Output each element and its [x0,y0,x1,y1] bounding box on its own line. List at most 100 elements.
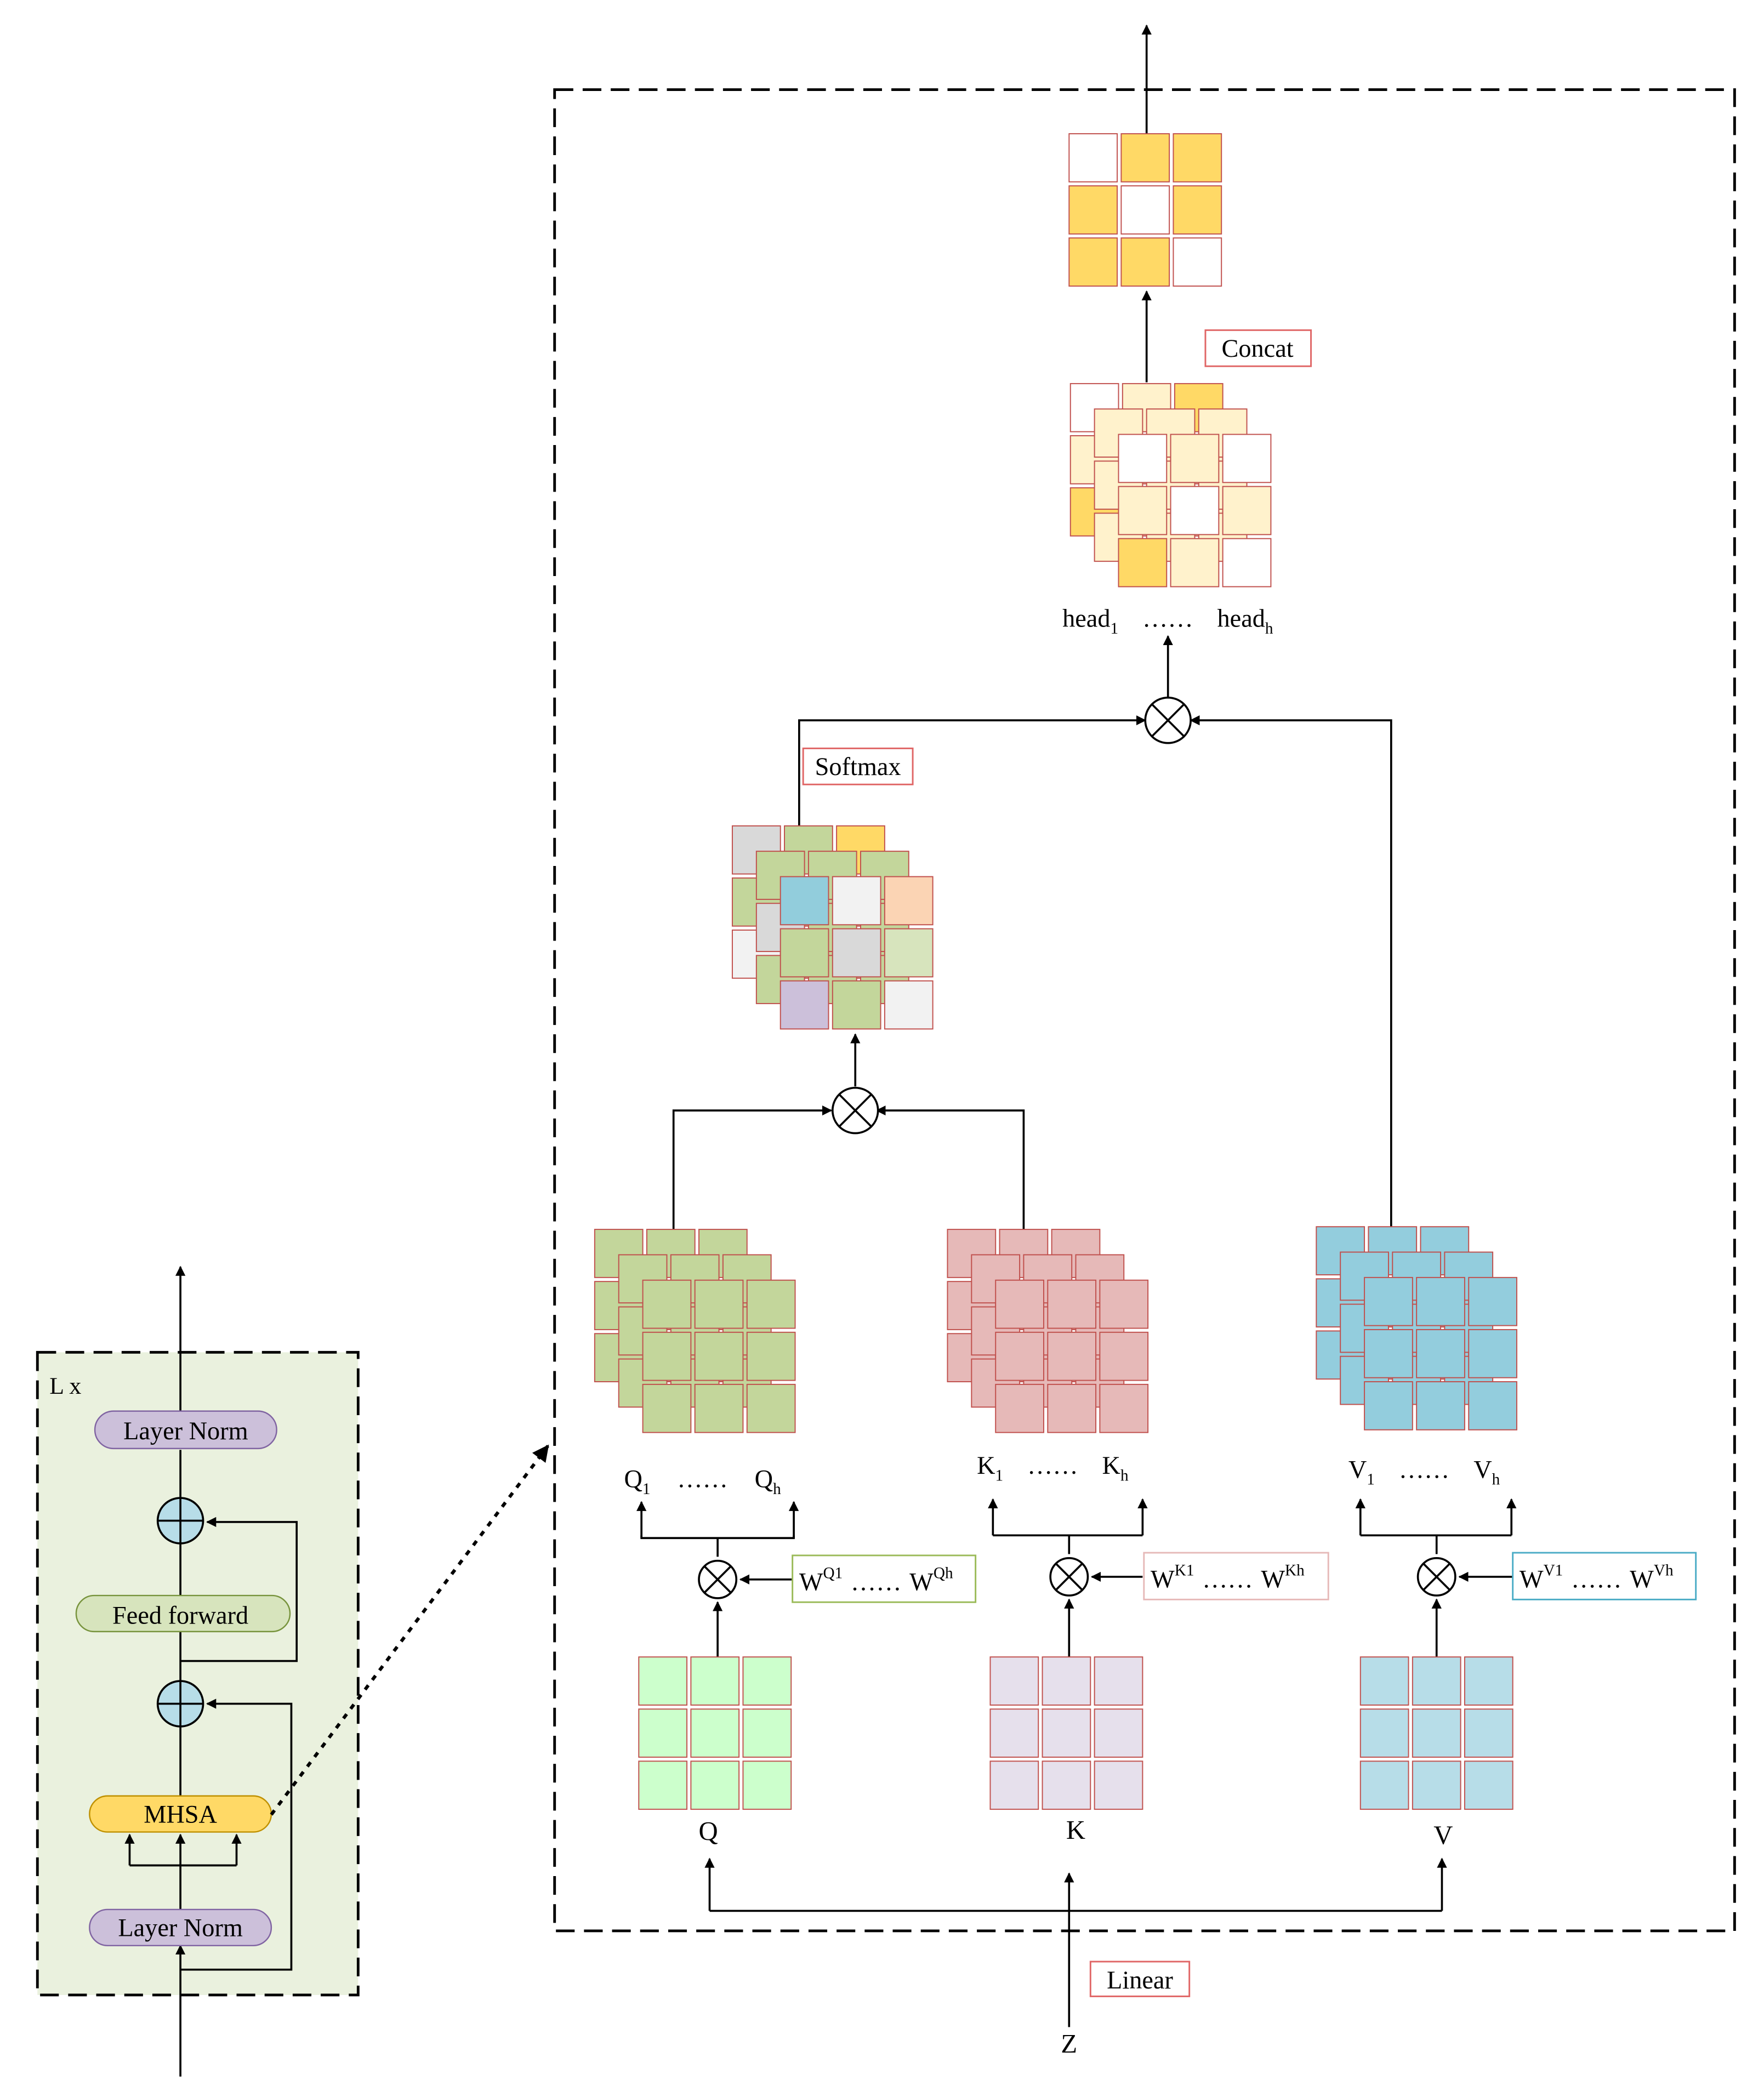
q-input-matrix-cell [742,1656,792,1706]
attention-heads-stack-layer-3-cell [1118,486,1168,535]
softmax-stack-layer-3-cell [884,876,934,926]
v-heads-stack-layer-3-cell [1364,1276,1413,1326]
output-matrix-cell [1068,237,1118,287]
k-input-matrix-cell [1094,1656,1143,1706]
output-matrix-cell [1173,133,1222,183]
multiply-av-icon [1144,696,1192,744]
linear-label: Linear [1107,1967,1173,1994]
multiply-q-icon [698,1559,738,1599]
multiply-k-icon [1049,1557,1089,1597]
wk-box [1143,1552,1329,1600]
k-label: K [1066,1815,1085,1845]
q-heads-label: Q1……Qh [624,1466,781,1498]
k-heads-stack-layer-3-cell [1047,1383,1097,1433]
q-heads-stack-layer-3-cell [642,1383,692,1433]
q-input-matrix-cell [638,1656,688,1706]
v-input-matrix-cell [1412,1760,1461,1810]
wv-text: WV1……WVh [1520,1561,1674,1593]
k-input-matrix-cell [1042,1760,1091,1810]
softmax-label: Softmax [815,753,901,781]
output-matrix-cell [1068,133,1118,183]
v-label: V [1433,1821,1453,1850]
q-input-matrix-cell [690,1760,740,1810]
k-input-matrix-cell [989,1708,1039,1758]
layer-norm-top-label: Layer Norm [123,1417,248,1445]
q-input-matrix-cell [690,1656,740,1706]
v-input-matrix [1359,1656,1513,1810]
q-input-matrix-cell [690,1708,740,1758]
k-heads-stack-layer-3-cell [1099,1279,1149,1329]
v-input-matrix-cell [1359,1656,1409,1706]
v-heads-stack-layer-3-cell [1416,1381,1465,1430]
attention-heads-stack-layer-3-cell [1170,434,1220,483]
q-heads-stack-layer-3-cell [694,1383,744,1433]
k-heads-to-qk-mult [875,1105,1025,1230]
attention-heads-stack-layer-3-cell [1170,486,1220,535]
attention-connectors [636,24,1517,2027]
k-heads-stack-layer-3-cell [995,1331,1044,1381]
q-heads-stack-layer-3-cell [642,1331,692,1381]
v-input-matrix-cell [1359,1760,1409,1810]
layer-norm-bottom-box [89,1908,272,1947]
output-matrix-cell [1173,237,1222,287]
attention-heads-stack-layer-3-cell [1222,434,1272,483]
k-heads-stack-layer-3-cell [1099,1383,1149,1433]
k-input-matrix-cell [1042,1708,1091,1758]
v-heads-stack-layer-3 [1364,1276,1517,1430]
attention-heads-stack-layer-3 [1118,434,1272,588]
softmax-stack-layer-3-cell [779,980,829,1030]
v-heads-stack-layer-3-cell [1364,1329,1413,1378]
concat-box [1204,329,1312,367]
q-split-bar [640,1535,795,1540]
wv-box [1512,1552,1697,1600]
repeat-label: L x [49,1373,81,1399]
mhsa-label: MHSA [144,1801,217,1829]
v-input-matrix-cell [1464,1760,1513,1810]
v-input-matrix-cell [1464,1656,1513,1706]
softmax-box [802,747,914,785]
wq-text: WQ1……WQh [799,1564,953,1596]
k-input-matrix-cell [989,1760,1039,1810]
softmax-stack-layer-3-cell [884,928,934,978]
matrix-grids [594,133,1517,1810]
residual-skip-1 [180,1699,293,1971]
layer-norm-bottom-label: Layer Norm [118,1914,243,1942]
q-input-matrix-cell [638,1760,688,1810]
softmax-stack-layer-3-cell [884,980,934,1030]
multiply-qk-icon [831,1086,879,1135]
encoder-panel [36,1350,360,1997]
q-label: Q [698,1816,718,1846]
attention-panel [553,88,1736,1933]
k-input-matrix-cell [1094,1760,1143,1810]
k-heads-stack-layer-3-cell [995,1279,1044,1329]
softmax-to-av-mult [798,715,1147,826]
q-input-matrix-cell [742,1760,792,1810]
q-input-matrix [638,1656,792,1810]
k-heads-stack-layer-3-cell [995,1383,1044,1433]
k-heads-label: K1……Kh [977,1452,1129,1484]
q-heads-stack-layer-3-cell [642,1279,692,1329]
attention-heads-stack-layer-3-cell [1222,486,1272,535]
v-heads-stack-layer-3-cell [1416,1276,1465,1326]
v-input-matrix-cell [1412,1656,1461,1706]
output-matrix [1068,133,1222,287]
feed-forward-box [75,1594,291,1633]
attention-heads-stack-layer-3-cell [1222,538,1272,588]
q-heads-stack-layer-3-cell [746,1383,796,1433]
output-matrix-cell [1120,185,1170,235]
k-input-matrix-cell [1094,1708,1143,1758]
attention-heads-stack-layer-3-cell [1118,538,1168,588]
v-input-matrix-cell [1412,1708,1461,1758]
attention-heads-stack-layer-3-cell [1118,434,1168,483]
q-input-matrix-cell [742,1708,792,1758]
residual-skip-2 [180,1517,298,1662]
q-input-matrix-cell [638,1708,688,1758]
k-input-matrix [989,1656,1143,1810]
softmax-stack-layer-3-cell [832,980,881,1030]
concat-label: Concat [1221,335,1293,363]
zoom-arrow [270,1444,549,1816]
q-heads-stack-layer-3-cell [694,1331,744,1381]
v-heads-stack-layer-3-cell [1416,1329,1465,1378]
q-heads-stack-layer-3 [642,1279,796,1433]
